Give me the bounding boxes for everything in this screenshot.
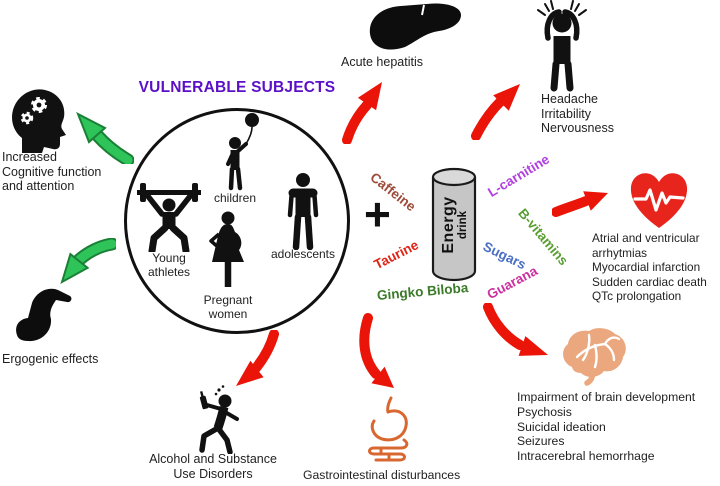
neurologic-line: Nervousness bbox=[541, 121, 614, 135]
children-label: children bbox=[213, 191, 257, 205]
vulnerable-subjects-circle bbox=[124, 108, 350, 334]
energy-drink-can: Energy drink bbox=[430, 166, 478, 284]
cognitive-benefit-text: Increased Cognitive function and attenti… bbox=[2, 150, 101, 194]
brain-line: Impairment of brain development bbox=[517, 390, 696, 404]
can-label-drink: drink bbox=[456, 210, 469, 240]
cardiac-line: Sudden cardiac death bbox=[592, 274, 707, 289]
neurologic-effects-text: Headache Irritability Nervousness bbox=[541, 92, 614, 136]
brain-effects-text: Impairment of brain development Psychosi… bbox=[517, 390, 695, 464]
substance-line: Use Disorders bbox=[173, 466, 253, 481]
neurologic-line: Headache bbox=[541, 92, 598, 106]
red-arrow-to-neurologic bbox=[470, 76, 532, 140]
red-arrow-to-brain bbox=[482, 303, 554, 363]
cardiac-line: Myocardial infarction bbox=[592, 260, 701, 275]
red-arrow-to-gastro bbox=[356, 312, 408, 392]
plus-sign: + bbox=[364, 188, 391, 240]
green-arrow-to-ergogenic bbox=[50, 238, 116, 288]
stressed-person-icon bbox=[533, 0, 591, 92]
cognitive-line: Cognitive function bbox=[2, 164, 102, 179]
neurologic-line: Irritability bbox=[541, 106, 592, 121]
ingredient-taurine: Taurine bbox=[371, 237, 421, 273]
young-athletes-label: Young athletes bbox=[147, 251, 191, 279]
can-label-energy: Energy bbox=[439, 196, 457, 254]
cardiac-line: Atrial and ventricular bbox=[592, 231, 700, 245]
brain-line: Suicidal ideation bbox=[517, 419, 606, 434]
cognitive-line: and attention bbox=[2, 179, 75, 193]
brain-line: Psychosis bbox=[517, 404, 572, 419]
ingredient-guarana: Guarana bbox=[484, 263, 540, 303]
can-label: Energy drink bbox=[431, 170, 477, 280]
red-arrow-to-cardiac bbox=[552, 180, 612, 218]
pregnant-women-label: Pregnant women bbox=[203, 293, 253, 321]
stomach-intestines-icon bbox=[360, 396, 416, 468]
hepatic-label: Acute hepatitis bbox=[341, 55, 423, 69]
brain-line: Intracerebral hemorrhage bbox=[517, 449, 655, 464]
page-title: VULNERABLE SUBJECTS bbox=[138, 79, 336, 96]
cardiac-line: arrhytmias bbox=[592, 245, 648, 260]
brain-line: Seizures bbox=[517, 434, 565, 449]
ergogenic-label: Ergogenic effects bbox=[2, 352, 99, 366]
red-arrow-to-liver bbox=[340, 78, 392, 144]
adolescents-label: adolescents bbox=[270, 247, 336, 261]
weightlifter-icon bbox=[136, 182, 202, 252]
ingredient-sugars: Sugars bbox=[480, 238, 529, 273]
substance-effects-text: Alcohol and Substance Use Disorders bbox=[146, 452, 280, 481]
substance-line: Alcohol and Substance bbox=[149, 452, 277, 466]
liver-icon bbox=[367, 2, 463, 52]
cardiac-line: QTc prolongation bbox=[592, 289, 682, 304]
pregnant-woman-icon bbox=[206, 210, 250, 290]
heart-ecg-icon bbox=[627, 170, 691, 232]
head-gears-icon bbox=[9, 88, 71, 154]
brain-icon bbox=[559, 327, 631, 387]
drunk-person-icon bbox=[192, 384, 250, 454]
gastro-label: Gastrointestinal disturbances bbox=[303, 468, 461, 482]
ingredient-l-carnitine: L-carnitine bbox=[485, 151, 553, 200]
adolescent-icon bbox=[283, 172, 323, 250]
child-balloon-icon bbox=[222, 112, 264, 192]
cardiac-effects-text: Atrial and ventricular arrhytmias Myocar… bbox=[592, 231, 707, 304]
green-arrow-to-cognitive bbox=[72, 106, 134, 164]
red-arrow-to-substance bbox=[222, 330, 280, 392]
muscle-arm-icon bbox=[13, 283, 75, 349]
cognitive-line: Increased bbox=[2, 150, 57, 164]
